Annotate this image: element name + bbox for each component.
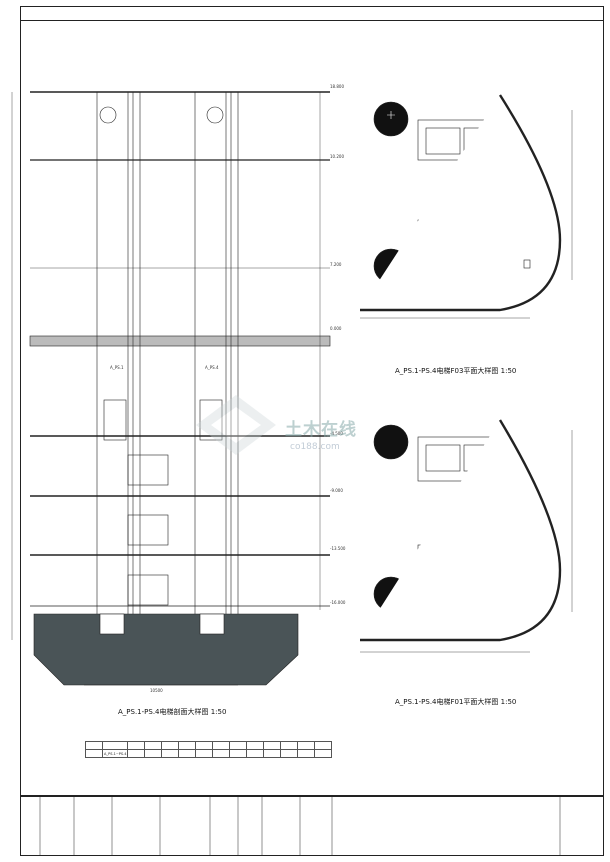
dim-total: 10500: [150, 688, 163, 693]
elev-f03: 10.200: [330, 154, 344, 159]
title-block: [20, 796, 604, 856]
elev-b02: -9.000: [330, 488, 343, 493]
plan-f01-title: A_PS.1-PS.4电梯F01平面大样图 1:50: [395, 698, 517, 706]
section-drawing: [11, 91, 331, 686]
section-title: A_PS.1-PS.4电梯剖面大样图 1:50: [118, 708, 227, 716]
watermark-sub: co188.com: [290, 442, 340, 452]
tag-ps4: A_PS.4: [205, 365, 219, 370]
drawing-frame: [20, 6, 604, 796]
title-bar: [20, 6, 604, 21]
elevator-schedule: A_PS.1~PS.4: [85, 741, 333, 758]
elev-b01: -4.500: [330, 431, 343, 436]
watermark-text: 土木在线: [285, 420, 357, 440]
elev-roof: 18.800: [330, 84, 344, 89]
title-block-lines: [39, 796, 561, 856]
plan-f01: [360, 419, 573, 653]
elev-b04: -16.000: [330, 600, 346, 605]
elev-f01: 0.000: [330, 326, 342, 331]
plan-f03-title: A_PS.1-PS.4电梯F03平面大样图 1:50: [395, 367, 517, 375]
elev-b03: -13.500: [330, 546, 346, 551]
tag-ps1: A_PS.1: [110, 365, 124, 370]
watermark-logo: [196, 395, 276, 455]
plan-f03: [360, 94, 573, 319]
elev-f02: 7.200: [330, 262, 342, 267]
schedule-row-label: A_PS.1~PS.4: [101, 749, 129, 758]
